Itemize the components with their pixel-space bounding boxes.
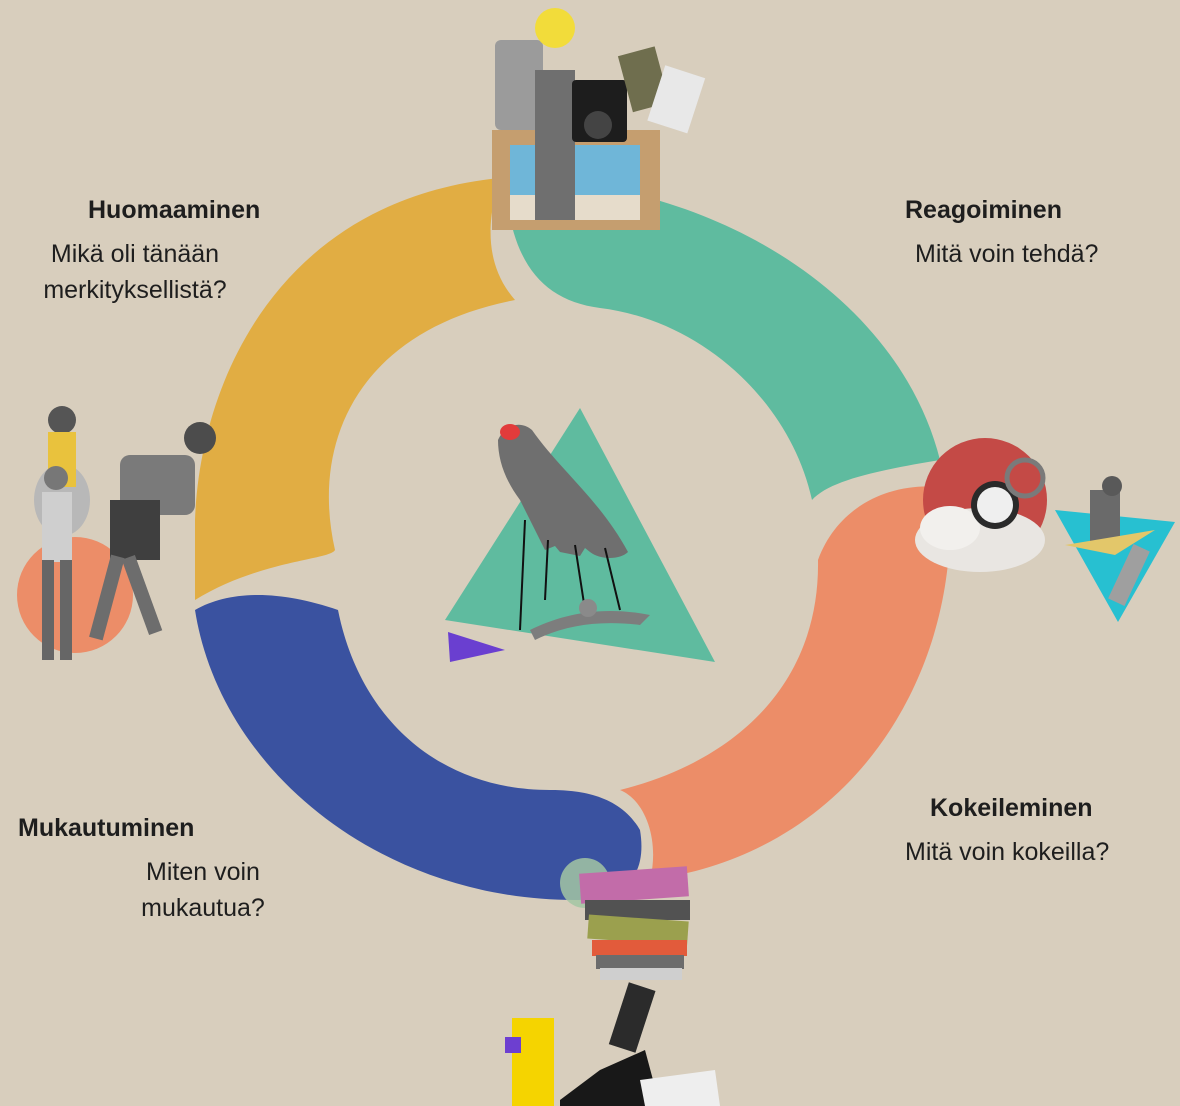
- stage-title-mukautuminen: Mukautuminen: [18, 814, 195, 842]
- stage-question-reagoiminen: Mitä voin tehdä?: [915, 240, 1099, 268]
- book-stack-collage-image: [505, 858, 720, 1106]
- segment-mukautuminen: [195, 595, 642, 900]
- stage-kokeileminen: Kokeileminen Mitä voin kokeilla?: [900, 790, 1180, 870]
- stage-title-reagoiminen: Reagoiminen: [905, 196, 1062, 224]
- segment-reagoiminen: [505, 178, 940, 500]
- segment-huomaaminen: [195, 178, 515, 600]
- stage-question-huomaaminen: Mikä oli tänään merkityksellistä?: [43, 240, 227, 304]
- stage-reagoiminen: Reagoiminen Mitä voin tehdä?: [880, 192, 1170, 272]
- clock-cloud-collage-image: [915, 438, 1175, 622]
- center-puppet-illustration: [445, 408, 715, 662]
- stage-question-mukautuminen: Miten voin mukautua?: [141, 858, 265, 922]
- stage-mukautuminen: Mukautuminen Miten voin mukautua?: [18, 810, 318, 926]
- segment-kokeileminen: [620, 486, 950, 880]
- stage-huomaaminen: Huomaaminen Mikä oli tänään merkityksell…: [10, 192, 300, 308]
- stage-title-huomaaminen: Huomaaminen: [88, 196, 261, 224]
- stage-title-kokeileminen: Kokeileminen: [930, 794, 1093, 822]
- hiker-collage-image: [492, 8, 706, 230]
- family-collage-image: [17, 406, 216, 660]
- stage-question-kokeileminen: Mitä voin kokeilla?: [905, 838, 1110, 866]
